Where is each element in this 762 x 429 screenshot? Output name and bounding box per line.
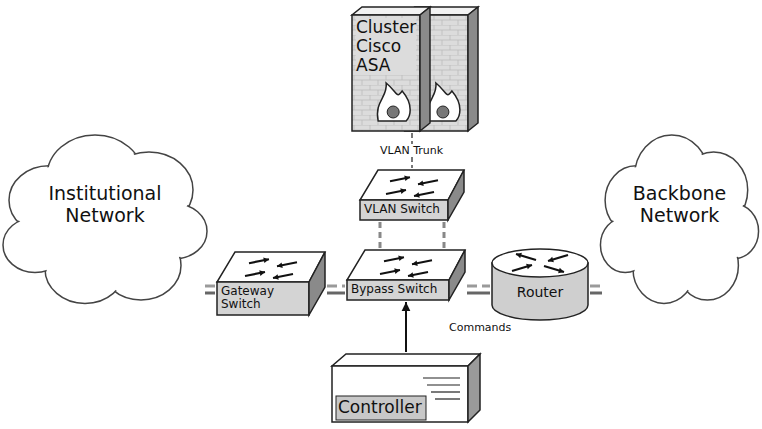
- controller-label-plate: [336, 396, 426, 420]
- switch-side: [309, 252, 325, 315]
- switch-front: [360, 200, 448, 220]
- switch-top: [360, 170, 464, 200]
- firewall-cluster: Cluster Cisco ASA: [350, 5, 480, 133]
- switch-arrowhead: [414, 192, 420, 198]
- vlan-dashed-line: [467, 285, 490, 288]
- flame-core: [437, 106, 449, 118]
- switch-arrowhead: [548, 257, 554, 263]
- controller-side: [468, 354, 480, 422]
- network-switch: Gateway Switch: [215, 250, 327, 317]
- node-label: Cluster Cisco ASA: [356, 18, 416, 75]
- controller-front: [332, 366, 468, 422]
- switch-arrowhead: [418, 180, 424, 186]
- network-cloud: Institutional Network: [5, 128, 205, 300]
- controller-box: Controller: [330, 352, 482, 424]
- switch-arrowhead: [558, 268, 564, 274]
- switch-arrowhead: [408, 272, 414, 278]
- switch-arrowhead: [398, 255, 404, 261]
- node-label: Gateway Switch: [221, 285, 303, 311]
- vent-line: [431, 391, 460, 392]
- firewall-flame: [427, 83, 460, 121]
- switch-arrowhead: [263, 257, 269, 263]
- server-top: [352, 7, 430, 15]
- server-side: [468, 7, 478, 131]
- network-switch: VLAN Switch: [358, 168, 466, 222]
- vlan-dashed-line: [379, 222, 382, 248]
- node-label: VLAN Switch: [364, 203, 442, 216]
- link-line: [467, 292, 490, 295]
- node-label: Router: [494, 284, 586, 300]
- network-link: [327, 286, 345, 293]
- link-label: Commands: [446, 321, 514, 334]
- switch-arrowhead: [400, 188, 406, 194]
- vlan-dashed-line: [205, 285, 215, 288]
- router-top: [492, 249, 588, 277]
- switch-arrowhead: [516, 253, 522, 259]
- link-line: [205, 292, 215, 295]
- vent-line: [435, 398, 460, 399]
- switch-arrowhead: [404, 175, 410, 181]
- switch-top: [347, 250, 465, 280]
- server-front: [352, 15, 420, 131]
- network-link: [402, 302, 411, 352]
- controller-top: [332, 354, 480, 366]
- switch-arrowhead: [277, 262, 283, 268]
- node-label: Controller: [338, 397, 422, 417]
- server-side: [420, 7, 430, 131]
- vent-line: [423, 377, 460, 378]
- switch-arrowhead: [259, 270, 265, 276]
- network-link: [467, 286, 490, 293]
- vent-line: [427, 384, 460, 385]
- network-link: [205, 286, 215, 293]
- flame-core: [387, 106, 399, 118]
- switch-arrowhead: [273, 274, 279, 280]
- firewall-flame: [377, 83, 410, 121]
- switch-arrowhead: [394, 268, 400, 274]
- network-link: [590, 286, 602, 293]
- router: Router: [490, 248, 590, 320]
- node-label: Bypass Switch: [351, 283, 443, 296]
- vlan-dashed-line: [443, 222, 446, 248]
- arrowhead: [402, 302, 411, 311]
- link-line: [590, 292, 602, 295]
- switch-arrowhead: [412, 260, 418, 266]
- switch-top: [217, 252, 325, 282]
- link-line: [327, 292, 345, 295]
- network-cloud: Backbone Network: [602, 128, 757, 300]
- switch-front: [217, 282, 309, 315]
- node-label: Institutional Network: [29, 182, 181, 226]
- network-link: [380, 222, 444, 248]
- vlan-dashed-line: [327, 285, 345, 288]
- switch-side: [449, 250, 465, 300]
- switch-side: [448, 170, 464, 220]
- switch-arrowhead: [526, 264, 532, 270]
- network-switch: Bypass Switch: [345, 248, 467, 302]
- vlan-dashed-line: [590, 285, 602, 288]
- switch-front: [347, 280, 449, 300]
- node-label: Backbone Network: [621, 182, 739, 226]
- link-label: VLAN Trunk: [377, 144, 446, 157]
